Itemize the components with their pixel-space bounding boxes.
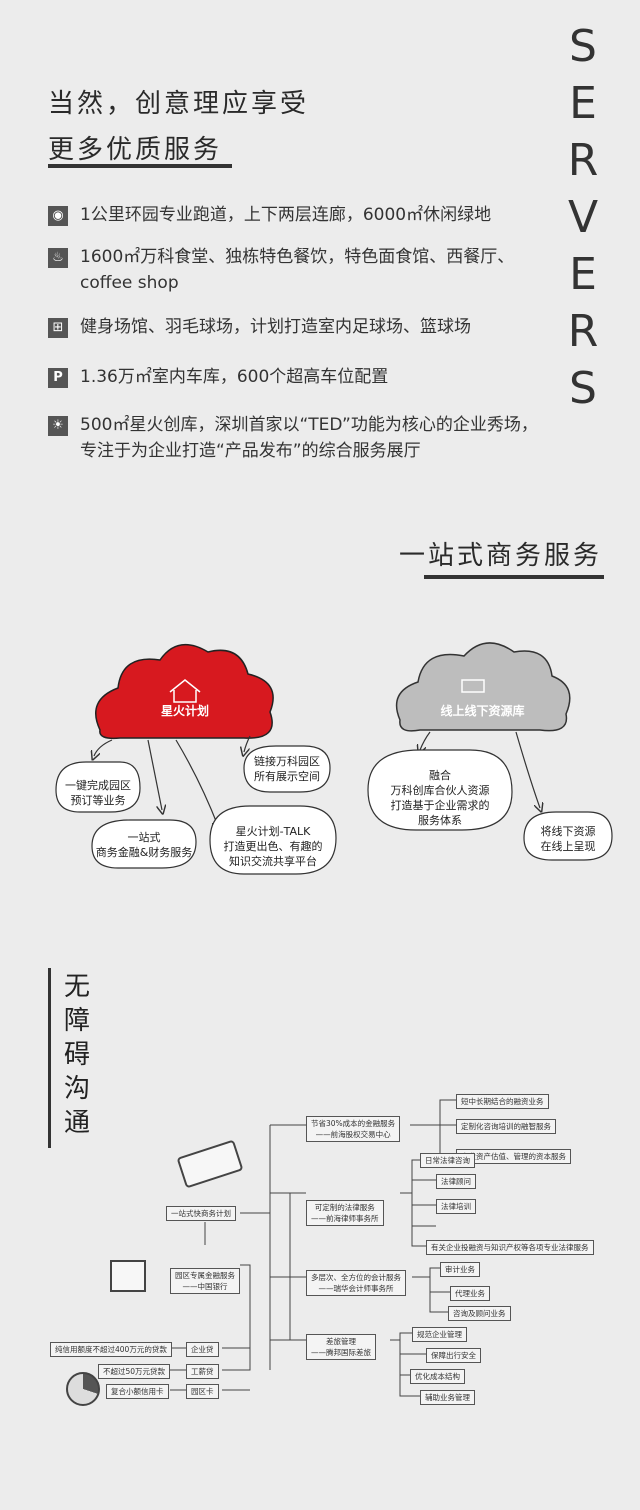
- branch-item: 定制化咨询培训的融智服务: [456, 1119, 556, 1134]
- mindmap-bank: 园区专属金融服务 ——中国银行: [170, 1268, 240, 1294]
- feature-running-track: ◉ 1公里环园专业跑道，上下两层连廊，6000㎡休闲绿地: [48, 202, 548, 228]
- headline: 当然，创意理应享受 更多优质服务: [48, 84, 309, 170]
- feature-text: 1600㎡万科食堂、独栋特色餐饮，特色面食馆、西餐厅、coffee shop: [80, 247, 515, 293]
- section-bar: [48, 968, 51, 1148]
- branch-item: 法律顾问: [436, 1174, 476, 1189]
- branch-item: 规范企业管理: [412, 1327, 467, 1342]
- bubble-outline: [55, 761, 141, 813]
- bank-icon: [110, 1260, 146, 1292]
- servers-letter: S: [569, 21, 597, 72]
- feature-fitness: ⊞ 健身场馆、羽毛球场，计划打造室内足球场、篮球场: [48, 314, 548, 340]
- servers-letter: R: [567, 135, 599, 186]
- bubble-outline: [367, 749, 513, 831]
- title-char: 通: [64, 1108, 91, 1138]
- cloud-diagram: [55, 642, 613, 875]
- printer-icon: [461, 679, 485, 693]
- feature-innovation-hall: ☀ 500㎡星火创库，深圳首家以“TED”功能为核心的企业秀场，专注于为企业打造…: [48, 412, 548, 464]
- servers-letter: E: [569, 78, 597, 129]
- branch-item: 保障出行安全: [426, 1348, 481, 1363]
- gray-cloud-label: 线上线下资源库: [440, 704, 525, 718]
- section-title-communication: 无障碍沟通: [64, 970, 104, 1140]
- headline-line1: 当然，创意理应享受: [48, 89, 310, 119]
- section-underline: [424, 575, 604, 579]
- branch-item: 法律培训: [436, 1199, 476, 1214]
- bubble-outline: [209, 805, 337, 875]
- branch-accounting: 多层次、全方位的会计服务 ——瑞华会计师事务所: [306, 1270, 406, 1296]
- pie-icon: [66, 1372, 100, 1406]
- branch-finance: 节省30%成本的金融服务 ——前海股权交易中心: [306, 1116, 401, 1142]
- feature-text: 健身场馆、羽毛球场，计划打造室内足球场、篮球场: [80, 317, 471, 337]
- servers-letter: S: [569, 363, 597, 414]
- branch-item: 咨询及顾问业务: [448, 1306, 511, 1321]
- bubble-outline: [523, 811, 613, 861]
- branch-item: 辅助业务管理: [420, 1390, 475, 1405]
- branch-item: 审计业务: [440, 1262, 480, 1277]
- bubble-online: 将线下资源 在线上呈现: [540, 825, 596, 853]
- branch-item: 优化成本结构: [410, 1369, 465, 1384]
- branch-item: 短中长期结合的融资业务: [456, 1094, 549, 1109]
- feature-text: 1.36万㎡室内车库，600个超高车位配置: [80, 367, 389, 387]
- dumbbell-icon: ⊞: [48, 318, 68, 338]
- loan-name: 园区卡: [186, 1384, 219, 1399]
- dining-icon: ♨: [48, 248, 68, 268]
- title-char: 碍: [64, 1040, 91, 1070]
- loan-desc: 不超过50万元贷款: [98, 1364, 171, 1379]
- headline-underline: [48, 164, 232, 168]
- title-char: 障: [64, 1006, 91, 1036]
- feature-parking: P 1.36万㎡室内车库，600个超高车位配置: [48, 364, 548, 390]
- branch-item: 代理业务: [450, 1286, 490, 1301]
- section-title-business: 一站式商务服务: [398, 541, 602, 571]
- feature-text: 500㎡星火创库，深圳首家以“TED”功能为核心的企业秀场，专注于为企业打造“产…: [80, 415, 538, 461]
- servers-letter: R: [567, 306, 599, 357]
- bubble-partner: 融合 万科创库合伙人资源 打造基于企业需求的 服务体系: [390, 769, 490, 827]
- loan-desc: 复合小额信用卡: [106, 1384, 169, 1399]
- branch-travel: 差旅管理 ——腾邦国际差旅: [306, 1334, 376, 1360]
- map-pin-icon: ◉: [48, 206, 68, 226]
- branch-item: 日常法律咨询: [420, 1153, 475, 1168]
- branch-item: 有关企业投融资与知识产权等各项专业法律服务: [426, 1240, 594, 1255]
- loan-name: 工薪贷: [186, 1364, 219, 1379]
- headline-line2: 更多优质服务: [48, 135, 223, 165]
- mindmap-root: 一站式快商务计划: [166, 1206, 236, 1221]
- title-char: 无: [64, 972, 91, 1002]
- feature-text: 1公里环园专业跑道，上下两层连廊，6000㎡休闲绿地: [80, 205, 492, 225]
- house-icon: [169, 679, 201, 703]
- bubble-finance: 一站式 商务金融&财务服务: [95, 831, 193, 859]
- title-char: 沟: [64, 1074, 91, 1104]
- loan-desc: 纯信用额度不超过400万元的贷款: [50, 1342, 172, 1357]
- lightbulb-icon: ☀: [48, 416, 68, 436]
- bubble-talk: 星火计划-TALK 打造更出色、有趣的 知识交流共享平台: [223, 825, 323, 868]
- bubble-outline: [91, 819, 197, 869]
- servers-letter: V: [567, 192, 599, 243]
- bubble-showroom: 链接万科园区 所有展示空间: [254, 755, 320, 783]
- feature-dining: ♨ 1600㎡万科食堂、独栋特色餐饮，特色面食馆、西餐厅、coffee shop: [48, 244, 548, 296]
- red-cloud-label: 星火计划: [160, 704, 209, 718]
- servers-letter: E: [569, 249, 597, 300]
- mindmap-lines: [170, 1099, 456, 1397]
- parking-icon: P: [48, 368, 68, 388]
- bubble-booking: 一键完成园区 预订等业务: [65, 779, 131, 807]
- loan-name: 企业贷: [186, 1342, 219, 1357]
- branch-legal: 可定制的法律服务 ——前海律师事务所: [306, 1200, 384, 1226]
- red-cloud: [95, 643, 274, 740]
- gray-cloud: [395, 642, 571, 732]
- bubble-outline: [243, 745, 331, 793]
